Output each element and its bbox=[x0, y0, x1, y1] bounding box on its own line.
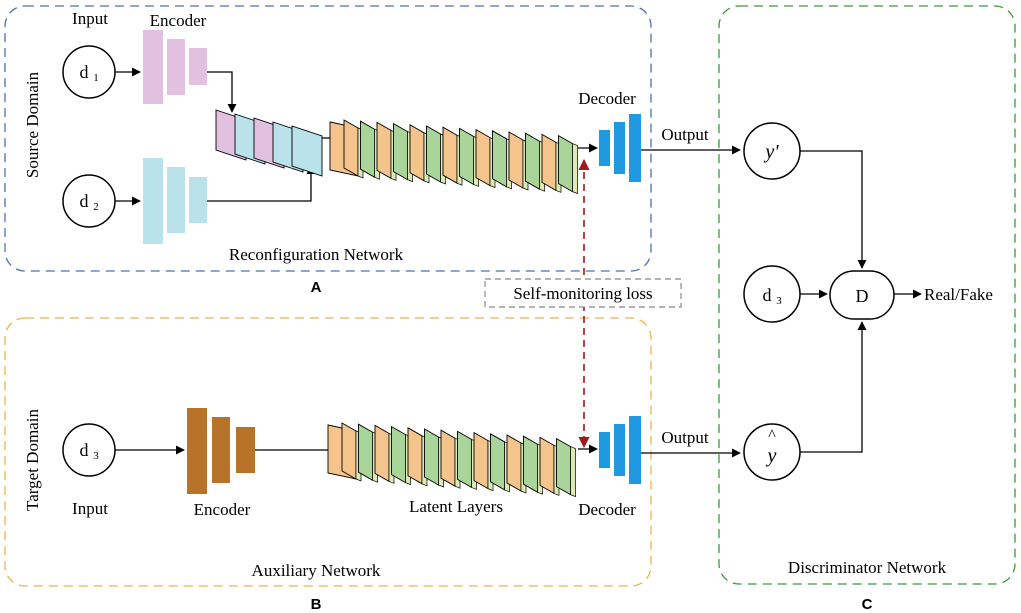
d1-subscript: 1 bbox=[93, 72, 99, 84]
latent-slab bbox=[525, 132, 540, 190]
reconfiguration-network-label: Reconfiguration Network bbox=[229, 245, 404, 264]
arrow-yhat-d bbox=[800, 321, 867, 453]
target-input-node-d3: d 3 bbox=[62, 423, 116, 477]
target-input-label: Input bbox=[72, 499, 108, 518]
source-input-label: Input bbox=[72, 9, 108, 28]
panel-letter-a: A bbox=[311, 279, 322, 296]
real-fake-label: Real/Fake bbox=[924, 285, 993, 304]
latent-slab bbox=[358, 423, 373, 481]
latent-slab bbox=[341, 422, 357, 480]
self-monitoring-loss-box bbox=[484, 278, 682, 308]
d2-subscript: 2 bbox=[93, 201, 99, 213]
discriminator-network-label: Discriminator Network bbox=[788, 558, 947, 577]
latent-slab bbox=[374, 424, 390, 483]
latent-slab-edge bbox=[570, 446, 576, 498]
source-input-node-d2: d 2 bbox=[62, 174, 116, 228]
latent-slab bbox=[459, 127, 474, 186]
latent-slab bbox=[426, 125, 441, 183]
target-output-label: Output bbox=[661, 428, 709, 447]
target-encoder bbox=[187, 408, 255, 494]
latent-slab bbox=[360, 120, 375, 178]
discriminator-panel-border bbox=[718, 5, 1016, 585]
target-d3-subscript: 3 bbox=[93, 450, 99, 462]
source-feature-stack bbox=[215, 109, 323, 177]
y-hat-accent: ^ bbox=[768, 427, 776, 444]
latent-slab bbox=[556, 437, 571, 496]
feature-slab bbox=[291, 125, 323, 177]
source-encoder-label: Encoder bbox=[150, 11, 207, 30]
latent-slab bbox=[391, 425, 406, 484]
latent-slab bbox=[492, 130, 507, 188]
y-prime-node: y' bbox=[743, 122, 801, 180]
d1-label: d bbox=[80, 62, 89, 82]
latent-slab bbox=[523, 435, 538, 493]
discriminator-node: D bbox=[829, 270, 895, 320]
panel-letter-c: C bbox=[862, 596, 873, 613]
target-decoder bbox=[599, 416, 641, 484]
arrow-yprime-d bbox=[800, 150, 867, 269]
latent-slab bbox=[558, 134, 573, 193]
target-domain-label: Target Domain bbox=[23, 409, 42, 511]
source-output-label: Output bbox=[661, 125, 709, 144]
source-input-node-d1: d 1 bbox=[62, 45, 116, 99]
source-latent-layers bbox=[329, 119, 578, 195]
discriminator-real-input-d3: d 3 bbox=[743, 265, 801, 323]
latent-slab bbox=[442, 126, 458, 184]
target-panel-border bbox=[4, 317, 652, 587]
auxiliary-network-label: Auxiliary Network bbox=[252, 561, 381, 580]
disc-d3-subscript: 3 bbox=[776, 295, 782, 307]
latent-slab bbox=[475, 128, 491, 187]
latent-slab bbox=[393, 122, 408, 181]
latent-slab bbox=[490, 433, 505, 491]
target-latent-layers bbox=[327, 422, 576, 498]
latent-slab bbox=[440, 429, 456, 487]
latent-slab bbox=[473, 431, 489, 490]
discriminator-d-label: D bbox=[856, 286, 869, 306]
disc-d3-label: d bbox=[763, 285, 772, 305]
latent-slab bbox=[343, 119, 359, 177]
latent-slab bbox=[409, 124, 425, 182]
y-prime-label: y' bbox=[763, 141, 779, 163]
latent-slab bbox=[541, 133, 557, 192]
source-encoder-1 bbox=[143, 30, 207, 104]
y-hat-node: ^ y bbox=[743, 423, 801, 481]
y-hat-label: y bbox=[766, 445, 777, 467]
source-domain-label: Source Domain bbox=[23, 71, 42, 178]
self-monitoring-loss-label: Self-monitoring loss bbox=[513, 284, 652, 303]
latent-slab bbox=[508, 131, 524, 189]
d2-label: d bbox=[80, 191, 89, 211]
latent-slab bbox=[424, 428, 439, 486]
target-d3-label: d bbox=[80, 440, 89, 460]
latent-slab bbox=[457, 430, 472, 489]
latent-slab bbox=[376, 121, 392, 180]
source-decoder bbox=[599, 114, 641, 182]
panel-letter-b: B bbox=[311, 596, 322, 613]
source-panel-border bbox=[4, 5, 652, 272]
target-decoder-label: Decoder bbox=[578, 500, 636, 519]
latent-slab-edge bbox=[572, 143, 578, 195]
target-encoder-label: Encoder bbox=[194, 500, 251, 519]
arrow-encoder2-stack bbox=[207, 165, 316, 202]
source-encoder-2 bbox=[143, 158, 207, 244]
source-decoder-label: Decoder bbox=[578, 89, 636, 108]
arrow-encoder1-stack bbox=[207, 71, 237, 113]
latent-slab bbox=[539, 436, 555, 495]
latent-layers-label: Latent Layers bbox=[409, 497, 503, 516]
latent-slab bbox=[506, 434, 522, 492]
latent-slab bbox=[407, 427, 423, 485]
